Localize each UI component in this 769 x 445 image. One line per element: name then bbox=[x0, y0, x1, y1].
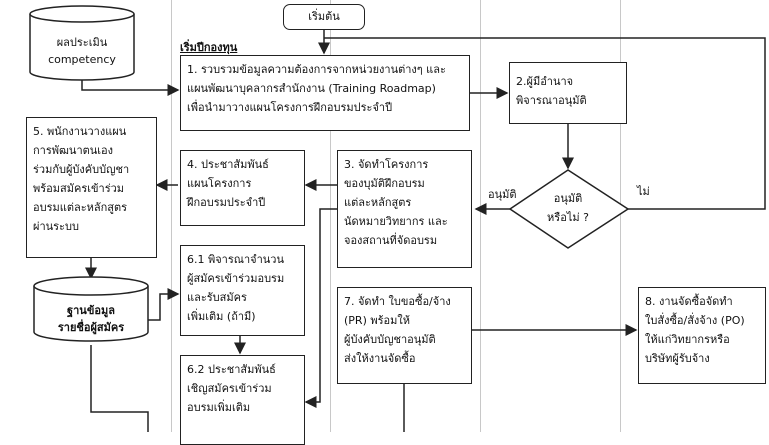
competency-db-label: ผลประเมิน competency bbox=[48, 36, 116, 66]
connectors bbox=[29, 5, 766, 432]
section-label: เริ่มปีกองทุน bbox=[180, 41, 238, 54]
step5-box: 5. พนักงานวางแผน การพัฒนาตนเอง ร่วมกับผู… bbox=[26, 117, 157, 258]
competency-db-top bbox=[29, 5, 135, 23]
edge-decision-no-loop bbox=[324, 37, 766, 210]
lane-divider bbox=[620, 0, 621, 432]
competency-db-body bbox=[29, 14, 135, 81]
lane-divider bbox=[171, 0, 172, 432]
step1-box: 1. รวบรวมข้อมูลความต้องการจากหน่วยงานต่า… bbox=[180, 55, 470, 131]
applicants-db-label: ฐานข้อมูล รายชื่อผู้สมัคร bbox=[57, 304, 125, 334]
step7-box: 7. จัดทำ ใบขอซื้อ/จ้าง (PR) พร้อมให้ ผู้… bbox=[337, 287, 472, 384]
lane-divider bbox=[330, 0, 331, 432]
applicants-db-top bbox=[33, 276, 149, 296]
decision-no-label: ไม่ bbox=[637, 185, 650, 198]
edge-db-step61 bbox=[148, 288, 180, 321]
step62-box: 6.2 ประชาสัมพันธ์ เชิญสมัครเข้าร่วม อบรม… bbox=[180, 355, 305, 445]
edge-step3-step62 bbox=[304, 208, 337, 408]
lane-divider bbox=[480, 0, 481, 432]
step61-box: 6.1 พิจารณาจำนวน ผู้สมัครเข้าร่วมอบรม แล… bbox=[180, 245, 305, 336]
start-terminator: เริ่มต้น bbox=[283, 4, 365, 30]
edge-competency-step1 bbox=[81, 80, 180, 96]
flowchart: เริ่มต้น เริ่มปีกองทุน ผลประเมิน compete… bbox=[26, 0, 766, 445]
decision-diamond bbox=[508, 169, 630, 249]
decision-yes-label: อนุมัติ bbox=[488, 188, 517, 201]
edge-db-down bbox=[90, 345, 149, 432]
step4-box: 4. ประชาสัมพันธ์ แผนโครงการ ฝึกอบรมประจำ… bbox=[180, 150, 305, 226]
step2-box: 2.ผู้มีอำนาจ พิจารณาอนุมัติ bbox=[509, 62, 627, 124]
step8-box: 8. งานจัดซื้อจัดทำ ใบสั่งซื้อ/สั่งจ้าง (… bbox=[638, 287, 766, 384]
applicants-db-body bbox=[33, 286, 149, 342]
step3-box: 3. จัดทำโครงการ ของบุมัติฝึกอบรม แต่ละหล… bbox=[337, 150, 472, 268]
decision-label: อนุมัติ หรือไม่ ? bbox=[547, 192, 589, 224]
